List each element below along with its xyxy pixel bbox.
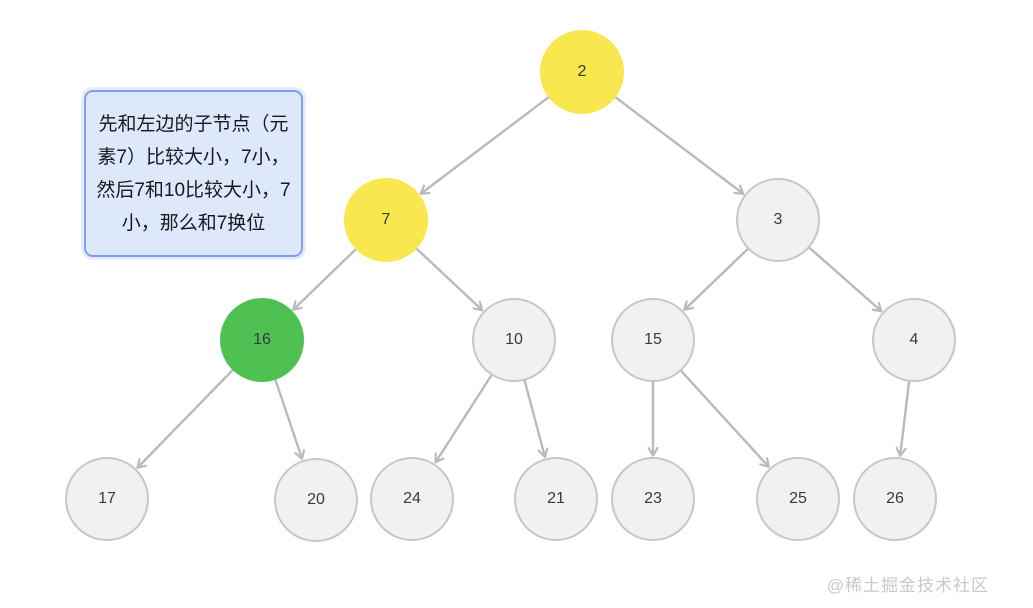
tree-edge-10-24: [434, 373, 494, 464]
annotation-box: 先和左边的子节点（元素7）比较大小，7小， 然后7和10比较大小，7 小，那么和7换…: [84, 90, 303, 257]
tree-node-value: 4: [909, 331, 919, 348]
tree-edge-10-21: [523, 378, 549, 459]
tree-edge-4-26: [895, 379, 911, 457]
tree-edge-2-3: [613, 95, 745, 195]
tree-node-value: 15: [644, 331, 662, 348]
tree-edge-16-17: [136, 367, 235, 469]
tree-edge-7-10: [414, 246, 484, 312]
tree-node-value: 17: [98, 490, 116, 507]
annotation-line: 素7）比较大小，7小，: [97, 146, 290, 168]
tree-node-value: 7: [381, 211, 391, 228]
tree-node-16: 16: [220, 298, 304, 382]
annotation-line: 先和左边的子节点（元: [98, 113, 289, 135]
tree-node-value: 24: [403, 490, 421, 507]
tree-node-15: 15: [611, 298, 695, 382]
tree-node-4: 4: [872, 298, 956, 382]
tree-node-21: 21: [514, 457, 598, 541]
annotation-line: 小，那么和7换位: [121, 212, 266, 234]
tree-node-7: 7: [344, 178, 428, 262]
tree-node-value: 26: [886, 490, 904, 507]
watermark: @稀土掘金技术社区: [826, 576, 989, 595]
tree-node-value: 25: [789, 490, 807, 507]
tree-node-24: 24: [370, 457, 454, 541]
annotation-line: 然后7和10比较大小，7: [96, 179, 291, 201]
tree-edge-15-25: [679, 368, 770, 468]
tree-node-2: 2: [540, 30, 624, 114]
tree-edge-3-4: [807, 245, 883, 313]
tree-node-20: 20: [274, 458, 358, 542]
tree-edge-16-20: [273, 377, 306, 460]
tree-node-value: 10: [505, 331, 523, 348]
tree-node-value: 23: [644, 490, 662, 507]
tree-node-value: 21: [547, 490, 565, 507]
tree-node-25: 25: [756, 457, 840, 541]
tree-node-value: 16: [253, 331, 271, 348]
tree-node-3: 3: [736, 178, 820, 262]
tree-node-26: 26: [853, 457, 937, 541]
tree-edge-7-16: [292, 246, 359, 311]
tree-node-23: 23: [611, 457, 695, 541]
tree-edge-2-7: [419, 95, 551, 195]
tree-node-value: 20: [307, 491, 325, 508]
tree-node-value: 3: [773, 211, 783, 228]
tree-node-value: 2: [577, 63, 587, 80]
tree-node-10: 10: [472, 298, 556, 382]
tree-node-17: 17: [65, 457, 149, 541]
tree-edge-3-15: [683, 246, 750, 311]
